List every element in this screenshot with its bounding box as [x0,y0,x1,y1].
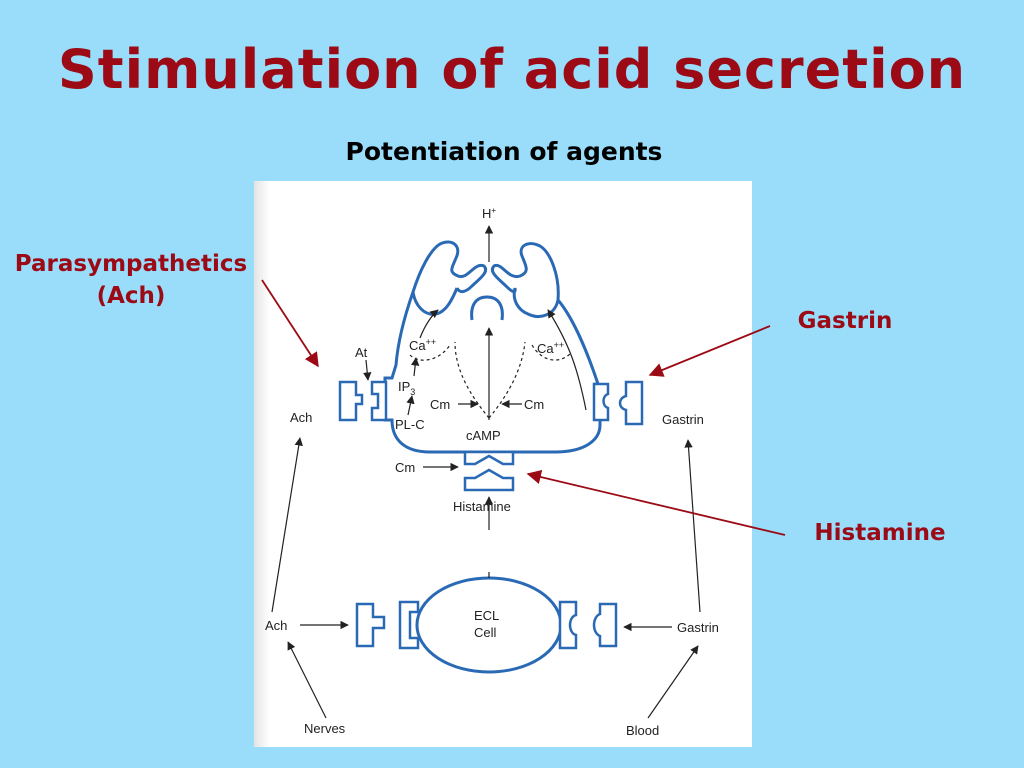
ach-receptor-membrane [370,380,388,422]
arrow-blood-gastrin [647,645,699,719]
arrow-ach-up [271,437,303,613]
arrow-ca-left-up [419,309,439,339]
ca-right-text: Ca++ [537,340,564,356]
dashed-ca-right [531,344,573,361]
camp-text: cAMP [466,428,501,443]
slide-title: Stimulation of acid secretion [57,38,967,101]
histamine-label: Histamine [814,520,946,546]
panel-scan-shade [254,181,270,747]
arrow-ca-right-up [547,309,587,411]
canaliculus-center [470,295,504,321]
annotation-arrows [261,279,786,536]
gastrin-label: Gastrin [797,308,893,334]
ecl-line2-text: Cell [474,625,497,640]
parasympathetics-label: Parasympathetics (Ach) [6,248,256,312]
canaliculus-right [491,242,560,301]
blood-text: Blood [626,723,659,738]
ach-bottom-text: Ach [265,618,287,633]
histamine-text: Histamine [453,499,511,514]
gastrin-top-text: Gastrin [662,412,704,427]
ach-receptor-top [338,380,364,422]
gastrin-receptor-membrane [592,382,610,422]
dashed-paths [409,341,573,419]
ecl-ach-receptor-membrane [398,600,420,650]
ip3-text: IP3 [398,379,415,397]
dashed-ca-left [409,344,451,361]
parasympathetics-label-line1: Parasympathetics [14,251,248,277]
ecl-ach-receptor [355,602,386,648]
h-plus-text: H+ [482,206,496,221]
histamine-receptor [463,450,515,466]
arrow-ip3-ca [410,357,420,377]
annotation-arrow-histamine [526,469,786,536]
dashed-camp-right [488,341,526,419]
arrow-plc-ip3 [406,395,415,416]
slide-subtitle: Potentiation of agents [345,137,663,166]
plc-text: PL-C [395,417,425,432]
ca-left-text: Ca++ [409,337,436,353]
ecl-line1-text: ECL [474,608,499,623]
histamine-ligand [463,468,515,492]
annotation-arrow-gastrin [648,325,771,377]
annotation-arrow-parasympathetics [261,279,319,368]
at-text: At [355,345,368,360]
nerves-text: Nerves [304,721,346,736]
parasympathetics-label-line2: (Ach) [96,283,166,309]
cm-lower-text: Cm [395,460,415,475]
dashed-camp-left [454,341,490,419]
gastrin-receptor-top [618,380,644,426]
ecl-gastrin-receptor-membrane [558,600,578,650]
cm-right-text: Cm [524,397,544,412]
signal-arrows [271,225,701,719]
canaliculus-left [411,240,487,294]
ach-top-text: Ach [290,410,312,425]
cm-left-text: Cm [430,397,450,412]
gastrin-bottom-text: Gastrin [677,620,719,635]
arrow-at [363,359,372,381]
arrow-gastrin-up [684,439,701,613]
ecl-gastrin-receptor [592,602,618,648]
arrow-nerves-ach [287,641,327,719]
